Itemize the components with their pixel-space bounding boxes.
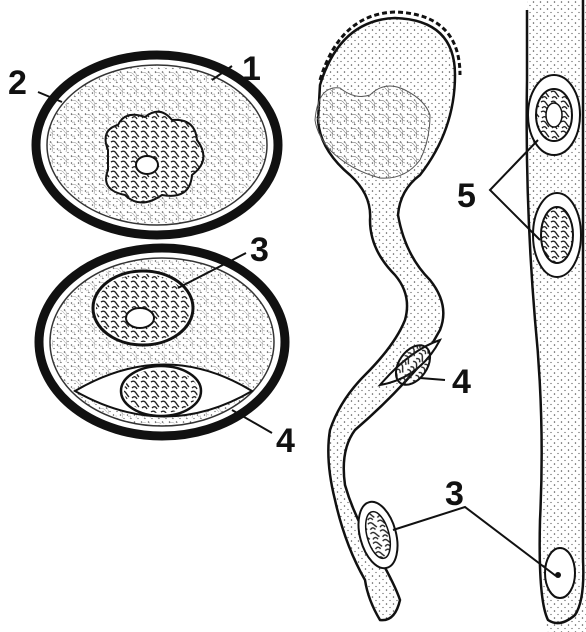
cytoplasm-body <box>315 86 430 178</box>
sperm-nucleus <box>541 207 573 263</box>
label-4-left: 4 <box>276 422 295 460</box>
label-5: 5 <box>457 177 476 215</box>
leader-4-mid <box>420 378 445 380</box>
nucleolus <box>126 308 154 328</box>
pollen-tube-with-sperm <box>527 0 586 632</box>
label-1: 1 <box>242 50 261 88</box>
generative-nucleus-chromatin <box>124 369 198 413</box>
pollen-tube <box>315 12 460 620</box>
leader-3-bottom <box>393 507 556 576</box>
leader-4-left <box>232 410 272 433</box>
label-3-top: 3 <box>250 231 269 269</box>
sperm-nucleus-core <box>546 103 562 127</box>
label-4-mid: 4 <box>452 363 471 401</box>
bicellular-pollen-grain <box>39 248 285 436</box>
label-3-bottom: 3 <box>445 475 464 513</box>
label-2: 2 <box>8 64 27 102</box>
nucleolus <box>136 156 158 174</box>
